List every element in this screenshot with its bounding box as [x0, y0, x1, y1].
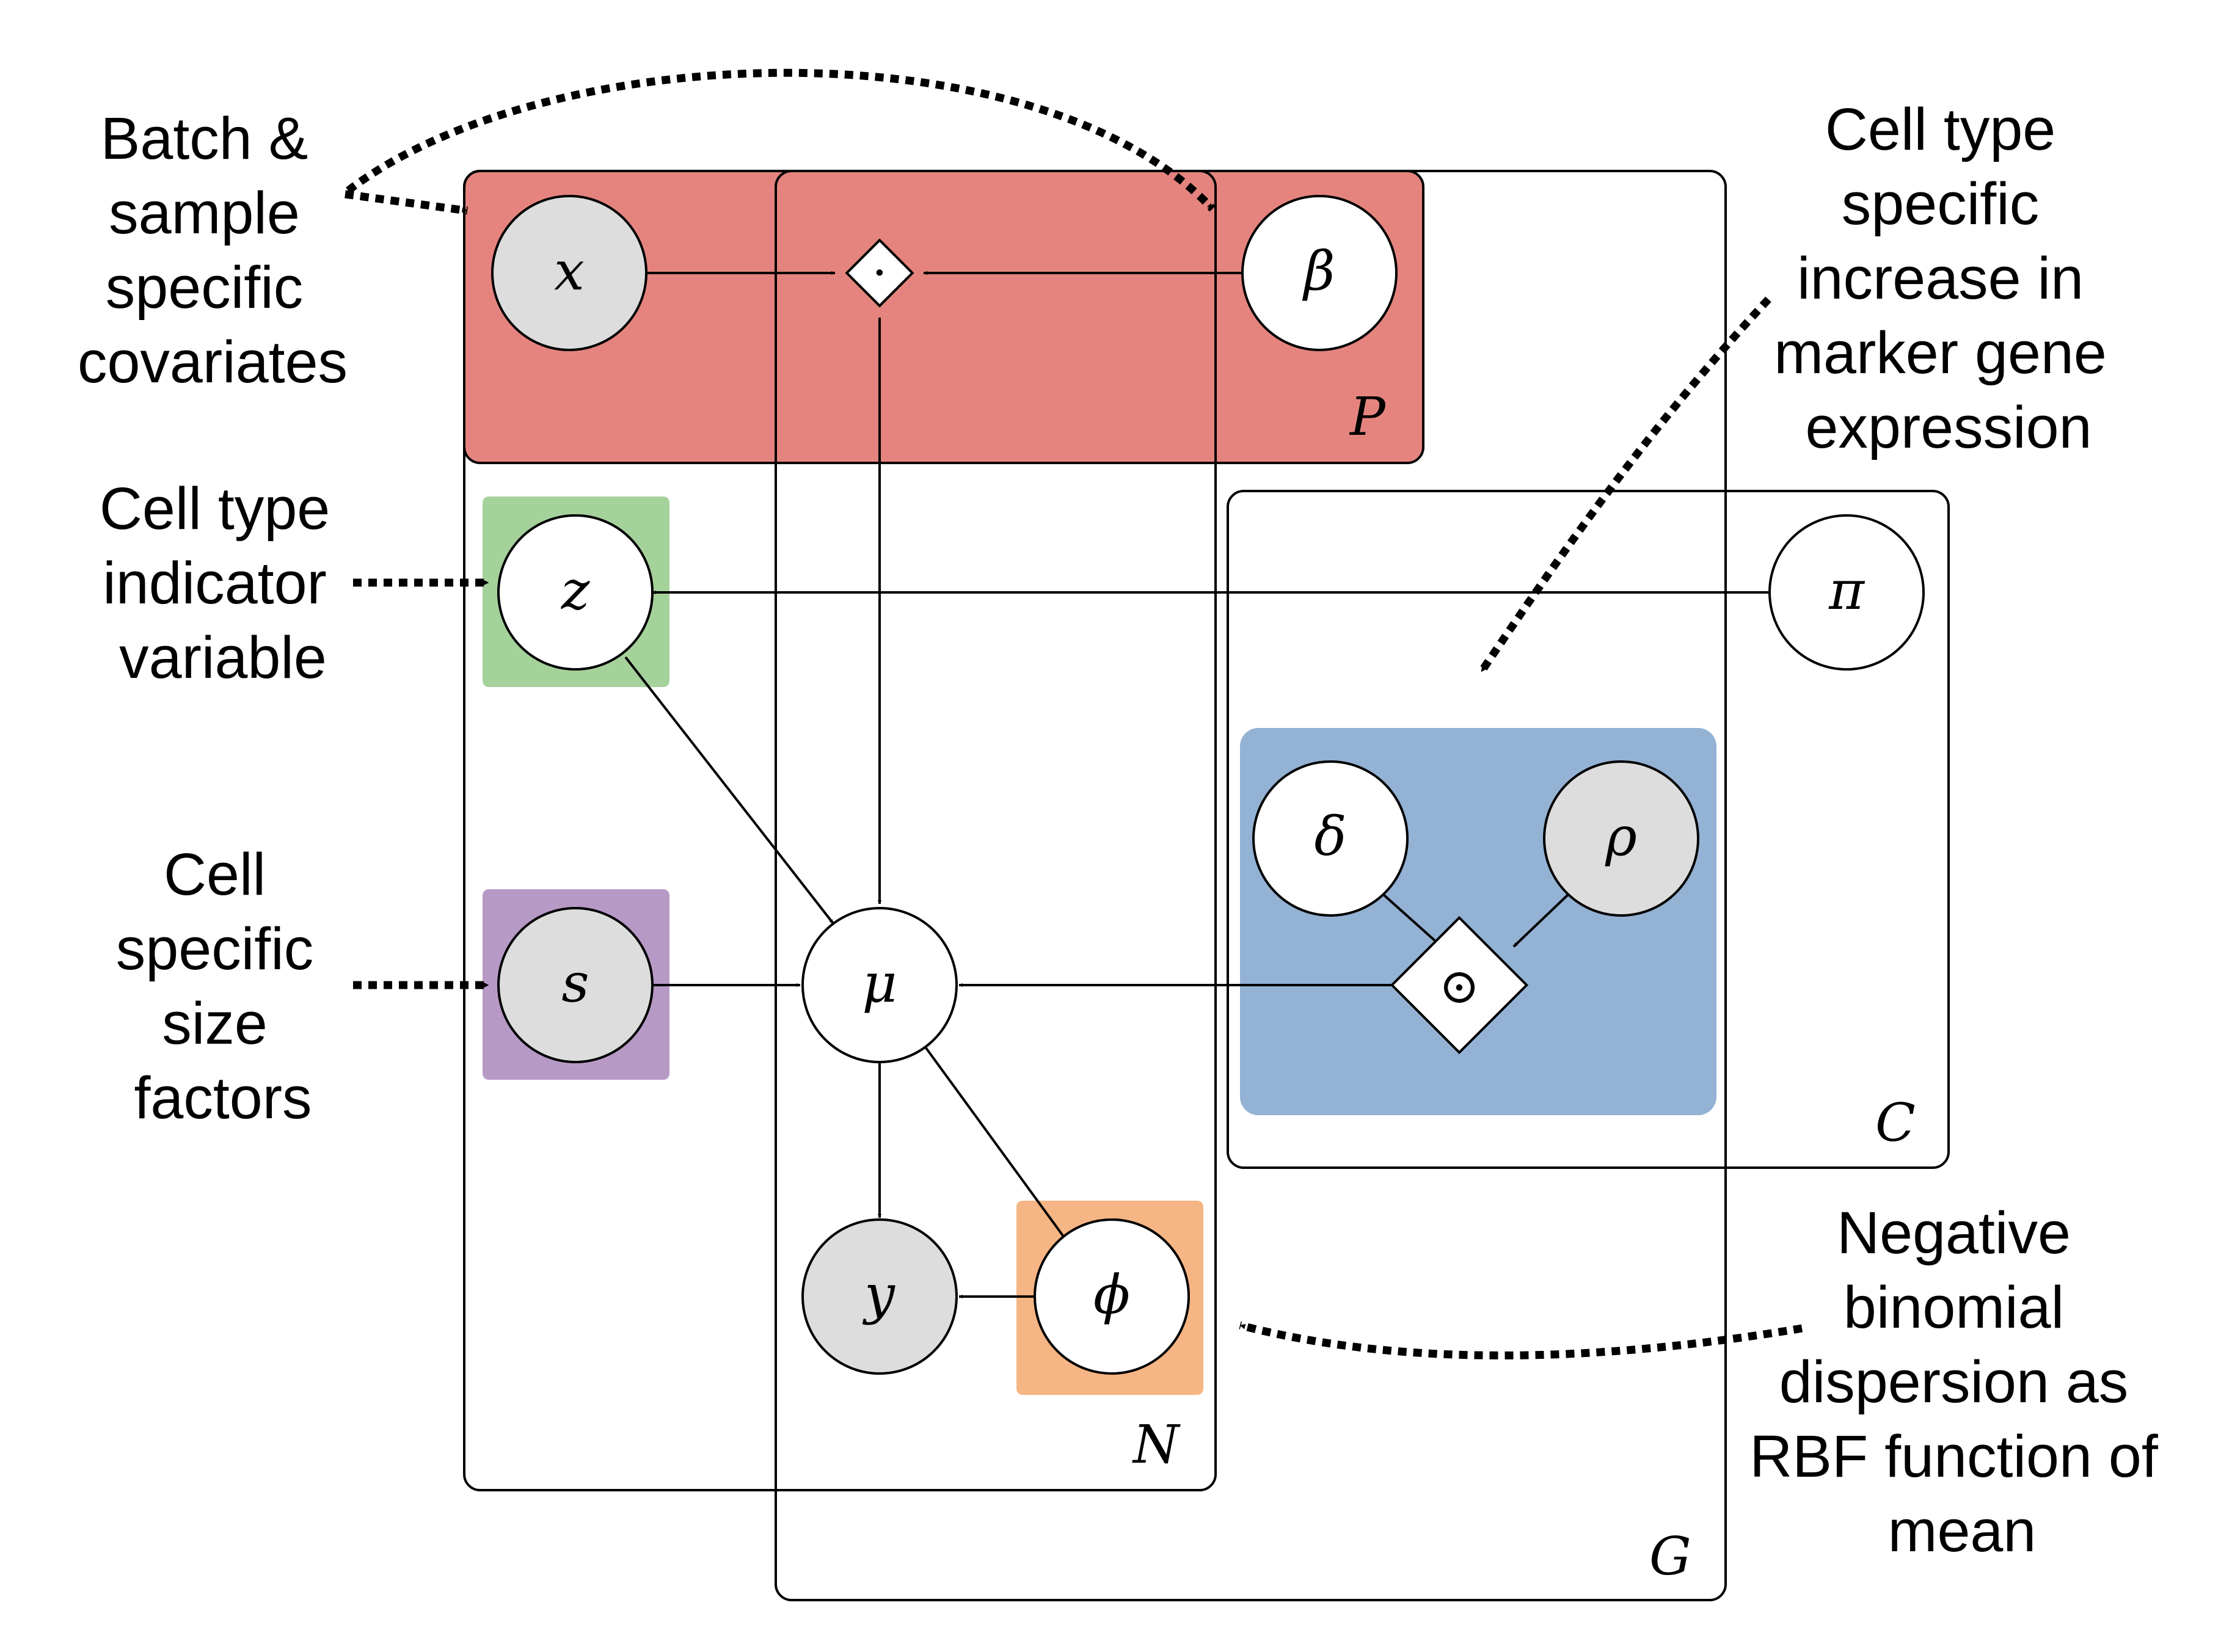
plate-C: [1227, 490, 1950, 1169]
annotation-arrow-batch-to-beta: [346, 68, 1216, 212]
annotation-batch: Batch & sample specific covariates: [78, 105, 348, 395]
node-y-label: y: [862, 1263, 895, 1326]
node-x-label: x: [554, 239, 585, 302]
plate-G-label: G: [1649, 1526, 1691, 1587]
annotation-arrow-marker: [1478, 296, 1771, 674]
edge-rho-to-hadamard: [1512, 893, 1569, 948]
node-s-label: s: [561, 952, 589, 1014]
node-x: [491, 195, 647, 351]
plate-C-label: C: [1875, 1093, 1916, 1154]
annotation-marker-increase: Cell type specific increase in marker ge…: [1774, 96, 2123, 460]
node-delta-label: δ: [1315, 805, 1347, 868]
node-mu-label: μ: [862, 952, 897, 1014]
node-s: [497, 907, 654, 1063]
node-rho: [1543, 760, 1699, 917]
node-z-label: z: [561, 559, 590, 622]
annotation-cell-type-indicator: Cell type indicator variable: [100, 475, 346, 691]
hadamard-operator-symbol: ⊙: [1439, 958, 1479, 1014]
edge-z-to-mu: [624, 656, 834, 925]
node-z: [497, 514, 654, 671]
plate-N-label: N: [1132, 1414, 1181, 1476]
node-phi: [1034, 1218, 1190, 1375]
annotation-size-factors: Cell specific size factors: [116, 841, 330, 1131]
node-y: [801, 1218, 958, 1375]
plate-P-fill: [464, 171, 1423, 463]
annotation-dispersion: Negative binomial dispersion as RBF func…: [1749, 1199, 2175, 1564]
edge-delta-to-hadamard: [1382, 893, 1443, 948]
node-mu: [801, 907, 958, 1063]
node-pi-label: π: [1828, 559, 1865, 622]
node-beta-label: β: [1302, 239, 1335, 302]
plate-P-label: P: [1349, 387, 1387, 448]
dot-operator-symbol: ·: [872, 244, 887, 301]
node-beta: [1241, 195, 1398, 351]
annotation-arrow-dispersion: [1239, 1321, 1803, 1359]
node-phi-label: ϕ: [1093, 1263, 1130, 1326]
node-pi: [1768, 514, 1925, 671]
hadamard-operator: [1390, 915, 1529, 1055]
node-rho-label: ρ: [1605, 805, 1637, 868]
annotation-arrow-batch: [345, 190, 468, 215]
edge-mu-to-phi: [925, 1047, 1067, 1241]
plate-G: [775, 170, 1727, 1601]
node-delta: [1252, 760, 1409, 917]
dot-operator: [845, 238, 914, 308]
